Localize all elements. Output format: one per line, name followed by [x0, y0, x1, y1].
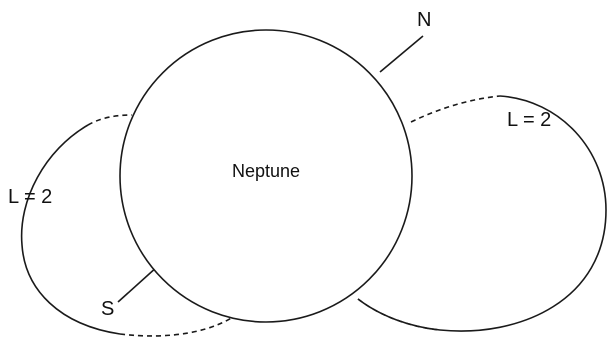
- right-shell-label: L = 2: [507, 110, 551, 130]
- south-axis-line: [118, 266, 158, 302]
- right-shell-dashed-lower: [358, 299, 440, 330]
- north-pole-label: N: [417, 10, 431, 30]
- south-pole-label: S: [101, 299, 114, 319]
- right-shell-dashed: [411, 96, 500, 122]
- left-shell-label: L = 2: [8, 187, 52, 207]
- north-axis-line: [380, 36, 423, 72]
- planet-label: Neptune: [232, 162, 300, 180]
- left-shell-dashed-upper: [88, 115, 132, 125]
